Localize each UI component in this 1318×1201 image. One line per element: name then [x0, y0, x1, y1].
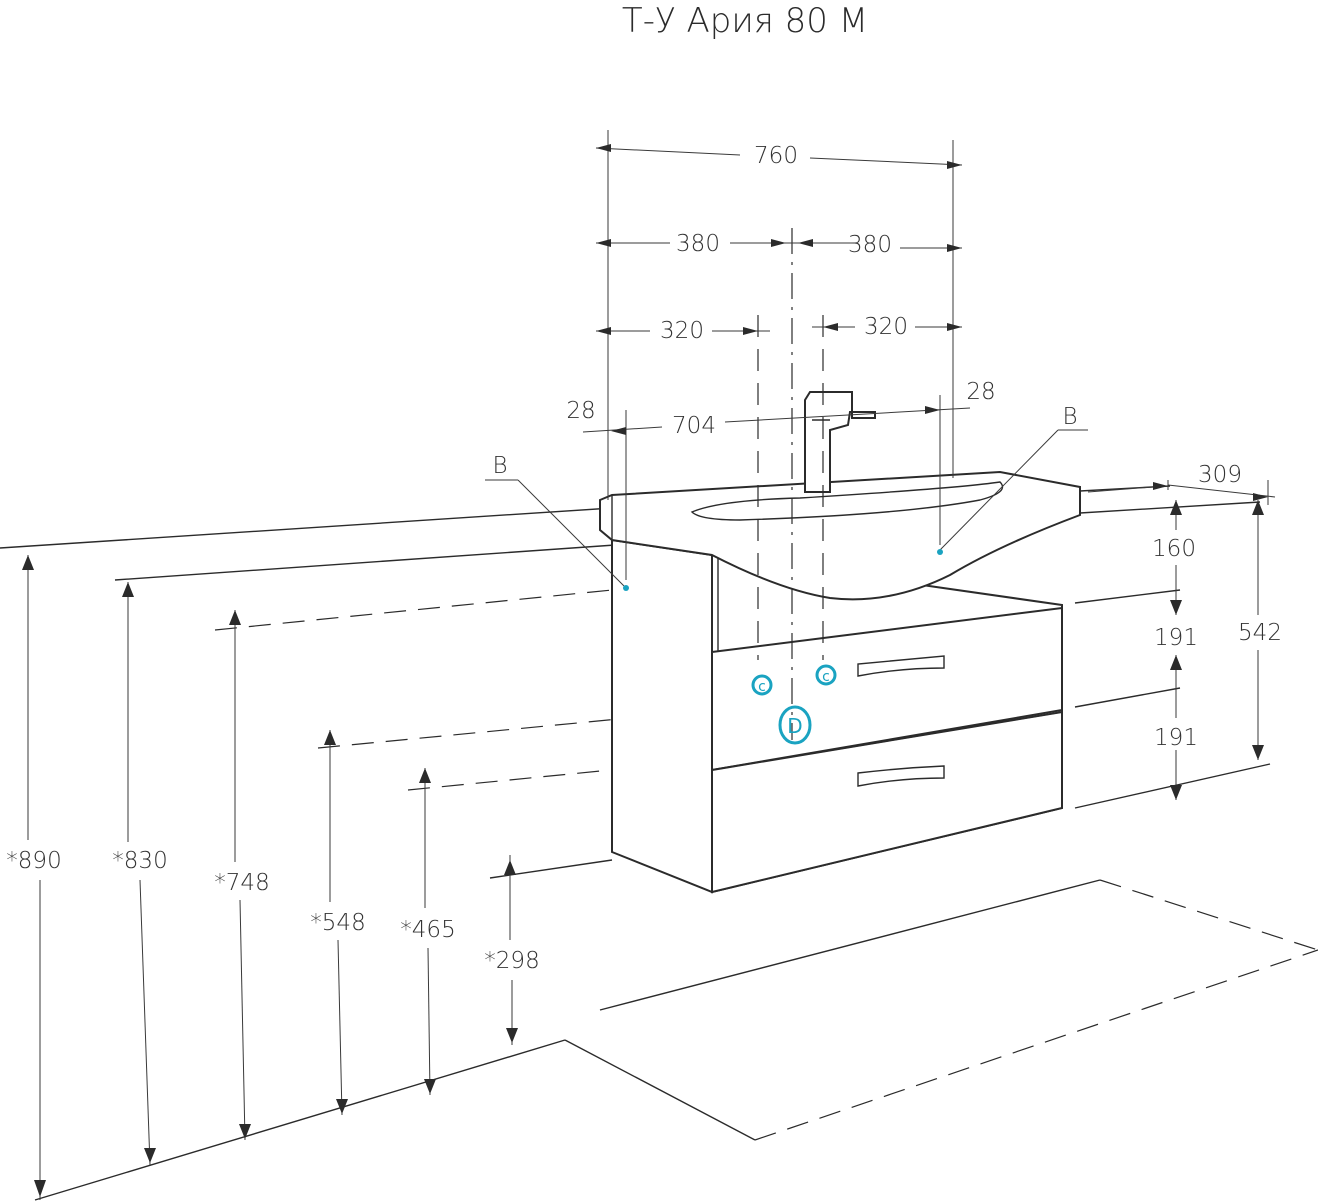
dim-half-right: 380 [848, 232, 892, 258]
b-left-label: B [492, 453, 507, 479]
c-left-marker [751, 674, 773, 696]
dim-inner-width: 704 [672, 413, 716, 439]
dim-edge-right: 28 [966, 379, 995, 405]
dim-drawer-bottom: 191 [1154, 725, 1198, 751]
dim-drawer-top: 191 [1154, 625, 1198, 651]
sink [599, 470, 1081, 601]
dim-total-width: 760 [754, 143, 798, 169]
dim-edge-left: 28 [566, 398, 595, 424]
height-830: *830 [112, 848, 167, 874]
dimension-labels: 760 380 380 320 320 704 28 28 309 160 19… [6, 143, 1282, 974]
height-298: *298 [484, 948, 539, 974]
dim-total-height: 542 [1238, 620, 1282, 646]
c-right-marker [815, 664, 837, 686]
height-548: *548 [310, 910, 365, 936]
b-leaders [485, 429, 1088, 589]
dim-half-left: 380 [676, 231, 720, 257]
dim-sink-height: 160 [1152, 536, 1196, 562]
connection-markers: c c D [623, 549, 943, 745]
faucet [804, 391, 876, 493]
dim-mount-left: 320 [660, 318, 704, 344]
d-drain-label: D [787, 714, 802, 738]
b-right-label: B [1062, 404, 1077, 430]
d-drain-marker [778, 705, 812, 745]
c-left-label: c [758, 679, 766, 695]
height-890: *890 [6, 848, 61, 874]
wall-floor-lines [0, 485, 1318, 1201]
arrowheads [596, 144, 1268, 800]
drawer-handle-bottom [857, 765, 945, 787]
dim-mount-right: 320 [864, 314, 908, 340]
cabinet [611, 538, 1063, 894]
b-left-point [623, 585, 629, 591]
dim-depth: 309 [1198, 462, 1242, 488]
drawer-top [711, 606, 1063, 772]
drawer-handle-top [857, 655, 945, 677]
b-right-point [937, 549, 943, 555]
height-465: *465 [400, 917, 455, 943]
c-right-label: c [822, 669, 830, 685]
vertical-dimensions-left [22, 555, 518, 1200]
height-748: *748 [214, 870, 269, 896]
drawing-title: Т-У Ария 80 М [622, 1, 868, 41]
